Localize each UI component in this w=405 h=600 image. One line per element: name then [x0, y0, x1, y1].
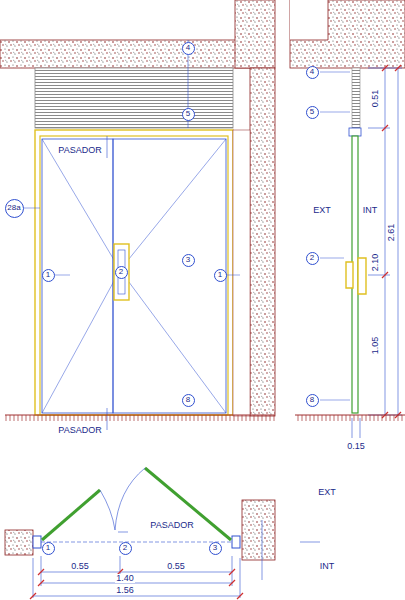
callout-number: 2: [119, 268, 123, 276]
dimension-text: 1.56: [115, 586, 135, 595]
side-label: INT: [362, 206, 379, 215]
side-label: EXT: [317, 488, 337, 497]
callout-bubble: 3: [209, 542, 222, 555]
dimension-text: 2.61: [388, 222, 397, 242]
callout-bubble: 8: [306, 394, 319, 407]
dimension-text: 1.05: [372, 335, 381, 355]
callout-number: 1: [46, 271, 50, 279]
callout-bubble: 1: [214, 269, 227, 282]
dimension-text: 0.55: [70, 562, 90, 571]
callout-bubble: 3: [182, 254, 195, 267]
callout-bubble: 4: [306, 66, 319, 79]
callout-bubble: 5: [306, 106, 319, 119]
dimension-text: 0.15: [346, 442, 366, 451]
callout-bubble: 8: [182, 394, 195, 407]
callout-number: 2: [123, 544, 127, 552]
part-label: PASADOR: [149, 521, 194, 530]
side-label: INT: [319, 562, 336, 571]
callout-bubble: 1: [42, 269, 55, 282]
callout-number: 28a: [7, 204, 20, 212]
part-label: PASADOR: [57, 146, 102, 155]
callout-bubble: 2: [306, 252, 319, 265]
part-label: PASADOR: [57, 426, 102, 435]
callout-number: 2: [310, 254, 314, 262]
callout-number: 1: [46, 544, 50, 552]
dimension-text: 1.40: [115, 574, 135, 583]
callout-bubble: 28a: [5, 199, 24, 218]
callout-bubble: 2: [119, 542, 132, 555]
callout-number: 8: [310, 396, 314, 404]
callout-number: 3: [186, 256, 190, 264]
callout-bubble: 2: [115, 266, 128, 279]
callout-bubble: 4: [182, 42, 195, 55]
callout-number: 1: [218, 271, 222, 279]
callout-number: 8: [186, 396, 190, 404]
dimension-text: 0.51: [372, 88, 381, 108]
side-label: EXT: [312, 206, 332, 215]
dimension-text: 0.55: [166, 562, 186, 571]
callout-number: 4: [310, 68, 314, 76]
callout-number: 5: [310, 108, 314, 116]
callout-number: 5: [186, 110, 190, 118]
callout-number: 4: [186, 44, 190, 52]
dimension-text: 2.10: [372, 252, 381, 272]
callout-number: 3: [213, 544, 217, 552]
callout-bubble: 5: [182, 108, 195, 121]
callout-bubble: 1: [42, 542, 55, 555]
